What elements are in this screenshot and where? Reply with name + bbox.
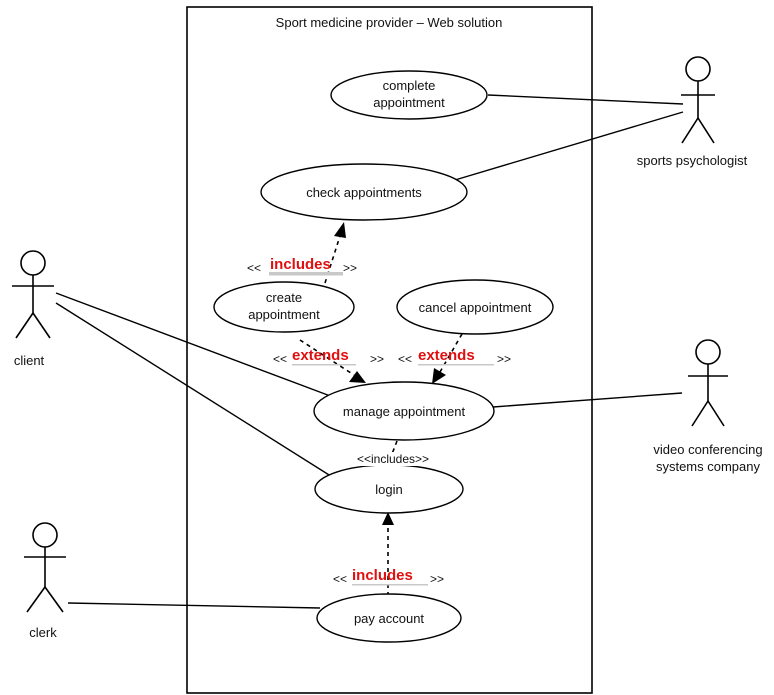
actor-head: [20, 250, 46, 276]
stereotype-extends: extends: [292, 347, 349, 364]
actor-clerk: clerk: [24, 522, 66, 640]
guillemet-close: >>: [430, 572, 444, 586]
actor-label: sports psychologist: [637, 153, 748, 168]
guillemet-close: >>: [343, 261, 357, 275]
stereotype-includes: includes: [352, 567, 413, 584]
use-case-label: complete: [383, 78, 436, 93]
label-extends-cancel-manage: << extends >>: [398, 347, 511, 366]
assoc-client-login: [55, 302, 346, 486]
actor-label: systems company: [656, 459, 761, 474]
system-title: Sport medicine provider – Web solution: [276, 15, 503, 30]
arrow-cancel-manage: [432, 368, 446, 384]
underline: [269, 272, 343, 276]
assoc-clerk-pay: [67, 602, 321, 609]
actor-label: client: [14, 353, 45, 368]
guillemet-close: >>: [497, 352, 511, 366]
dep-manage-login: [391, 440, 398, 455]
actor-video-conferencing-company: video conferencing systems company: [653, 339, 763, 474]
stereotype-extends: extends: [418, 347, 475, 364]
use-case-login: login: [314, 464, 464, 514]
guillemet-close: >>: [370, 352, 384, 366]
use-case-label: create: [266, 290, 302, 305]
use-case-cancel-appointment: cancel appointment: [396, 279, 554, 335]
label-extends-create-manage: << extends >>: [273, 347, 384, 366]
dep-create-manage: [299, 339, 355, 376]
stereotype-includes: includes: [270, 256, 331, 273]
system-boundary: [186, 6, 593, 694]
guillemet-open: <<: [398, 352, 412, 366]
use-case-label: manage appointment: [343, 404, 466, 419]
use-case-label: appointment: [248, 307, 320, 322]
actor-sports-psychologist: sports psychologist: [637, 56, 748, 168]
use-case-label: login: [375, 482, 402, 497]
underline: [352, 584, 428, 586]
use-case-manage-appointment: manage appointment: [313, 381, 495, 441]
label-includes-create-check: << includes >>: [247, 256, 357, 276]
underline: [292, 364, 356, 366]
assoc-video-manage: [492, 392, 683, 408]
use-case-label: pay account: [354, 611, 424, 626]
use-case-label: cancel appointment: [419, 300, 532, 315]
assoc-psych-check: [454, 111, 684, 181]
arrow-create-manage: [349, 371, 366, 383]
arrow-pay-login: [382, 512, 394, 525]
label-bg: [345, 452, 442, 466]
use-case-complete-appointment: complete appointment: [330, 70, 488, 120]
label-includes-manage-login: <<includes>>: [357, 452, 429, 466]
use-case-label: check appointments: [306, 185, 422, 200]
guillemet-open: <<: [333, 572, 347, 586]
use-case-check-appointments: check appointments: [260, 163, 468, 221]
assoc-client-manage: [55, 292, 334, 398]
actor-head: [695, 339, 721, 365]
use-case-label: appointment: [373, 95, 445, 110]
actor-head: [685, 56, 711, 82]
actor-label: video conferencing: [653, 442, 762, 457]
arrow-create-check: [334, 222, 346, 238]
actor-client: client: [12, 250, 54, 368]
label-includes-pay-login: << includes >>: [333, 567, 444, 586]
use-case-pay-account: pay account: [316, 593, 462, 643]
use-case-create-appointment: create appointment: [213, 281, 355, 333]
guillemet-open: <<: [273, 352, 287, 366]
actor-label: clerk: [29, 625, 57, 640]
assoc-psych-complete: [487, 94, 684, 105]
guillemet-open: <<: [247, 261, 261, 275]
actor-head: [32, 522, 58, 548]
underline: [418, 364, 494, 366]
